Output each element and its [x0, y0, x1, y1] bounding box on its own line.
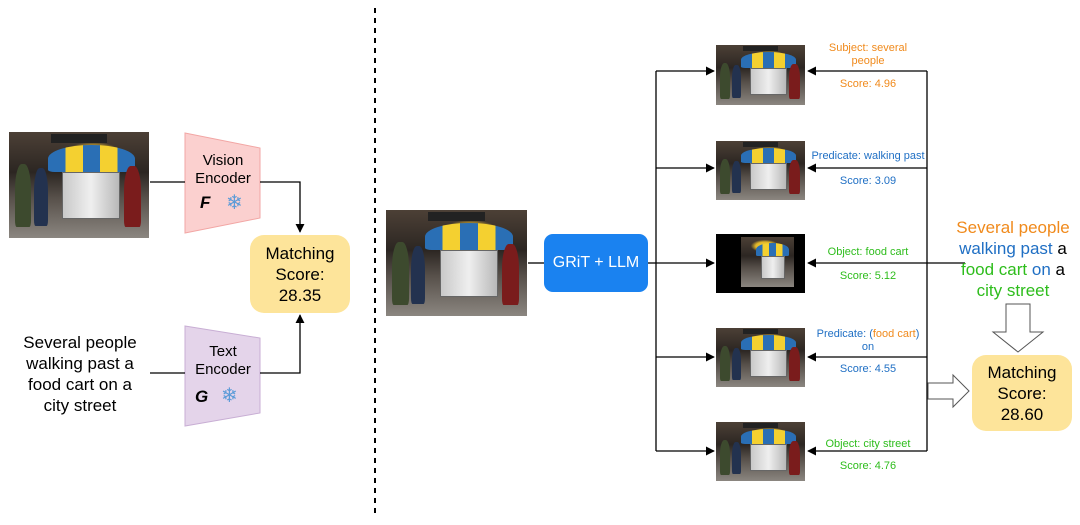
vision-encoder-var: F	[200, 193, 211, 212]
item-score-predicate: Score: 3.09	[839, 175, 897, 187]
item-label-object-food-cart: Object: food cart	[827, 246, 909, 258]
region-thumbnail-predicate-on	[716, 328, 805, 387]
region-thumbnail-subject	[716, 45, 805, 105]
matching-score-left: Matching Score: 28.35	[250, 235, 350, 313]
item-score-predicate-on: Score: 4.55	[839, 363, 897, 375]
item-score-subject: Score: 4.96	[839, 78, 897, 90]
text-encoder-shape	[184, 325, 261, 427]
sentence-to-match-hollow-arrow	[991, 303, 1045, 353]
vision-encoder-label: Vision Encoder	[195, 152, 251, 187]
item-score-object-food-cart: Score: 5.12	[839, 270, 897, 282]
item-label-predicate-on: Predicate: (food cart) on	[816, 328, 920, 353]
grit-llm-box: GRiT + LLM	[544, 234, 648, 292]
caption-text-right: Several people walking past a food cart …	[956, 218, 1070, 300]
item-label-predicate: Predicate: walking past	[811, 150, 925, 162]
item-score-object-city-street: Score: 4.76	[839, 460, 897, 472]
text-encoder-var: G	[195, 387, 209, 406]
input-image-right	[386, 210, 527, 316]
matching-score-right: Matching Score: 28.60	[972, 355, 1072, 431]
vision-encoder-shape	[184, 132, 261, 234]
text-to-match-arrow	[260, 314, 305, 374]
items-to-match-hollow-arrow	[927, 373, 970, 409]
item-label-object-city-street: Object: city street	[825, 438, 911, 450]
frozen-snowflake-icon: ❄	[221, 383, 238, 407]
item-label-subject: Subject: several people	[828, 42, 908, 67]
caption-text-left: Several people walking past a food cart …	[23, 333, 137, 415]
text-encoder-label: Text Encoder	[195, 343, 251, 378]
input-image-left	[9, 132, 149, 238]
region-thumbnail-predicate	[716, 141, 805, 200]
region-thumbnail-object-food-cart	[716, 234, 805, 293]
frozen-snowflake-icon: ❄	[226, 190, 243, 214]
vision-to-match-arrow	[260, 181, 305, 233]
region-thumbnail-object-city-street	[716, 422, 805, 481]
